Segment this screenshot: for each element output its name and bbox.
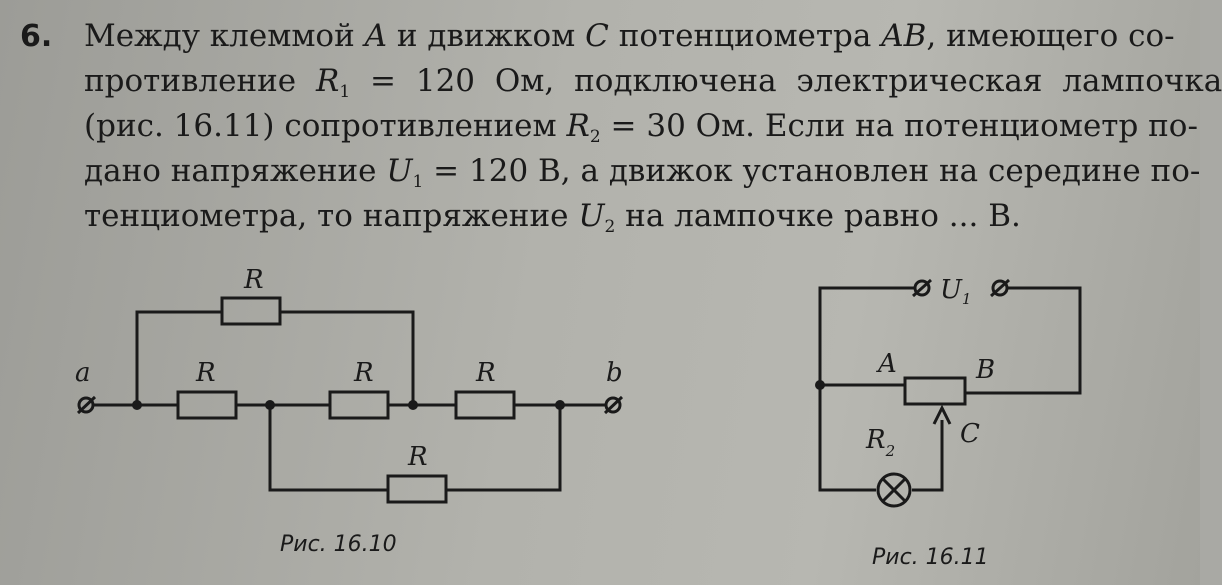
wire-bottom-left (268, 405, 388, 492)
wire-lamp-left (818, 385, 876, 492)
resistor-top (220, 296, 282, 326)
lamp-label: R2 (865, 425, 895, 460)
wire-top-right (280, 310, 415, 405)
terminal-a-label: a (75, 358, 91, 388)
problem-line-3: (рис. 16.11) сопротивлением R2 = 30 Ом. … (84, 108, 1198, 147)
resistor-bottom-label: R (407, 442, 428, 472)
resistor-top-label: R (243, 265, 264, 295)
resistor-bottom (386, 474, 448, 504)
resistor-2 (328, 390, 390, 420)
problem-line-5: тенциометра, то напряжение U2 на лампочк… (84, 198, 1021, 237)
wire-source-left (818, 286, 914, 385)
wire-top-left (135, 310, 222, 405)
lamp-icon (876, 472, 912, 508)
problem-number: 6. (20, 19, 53, 54)
resistor-2-label: R (353, 358, 374, 388)
wire-bottom-right (446, 405, 562, 492)
resistor-1 (176, 390, 238, 420)
junction-node (408, 400, 418, 410)
resistor-3 (454, 390, 516, 420)
label-A: A (876, 349, 897, 379)
terminal-b-label: b (606, 358, 623, 388)
label-C: C (960, 419, 980, 449)
junction-node (555, 400, 565, 410)
circuit-16-10: R R R R R a b (75, 265, 624, 504)
source-terminal-right-icon (991, 279, 1009, 297)
caption-16-11: Рис. 16.11 (872, 545, 989, 570)
junction-node (815, 380, 825, 390)
terminal-a-icon (77, 396, 95, 414)
problem-line-4: дано напряжение U1 = 120 В, а движок уст… (84, 153, 1201, 192)
junction-node (265, 400, 275, 410)
potentiometer (903, 376, 967, 406)
junction-node (132, 400, 142, 410)
terminal-b-icon (604, 396, 622, 414)
resistor-3-label: R (475, 358, 496, 388)
wire-source-right (965, 286, 1082, 395)
source-terminal-left-icon (913, 279, 931, 297)
caption-16-10: Рис. 16.10 (280, 532, 397, 557)
problem-line-1: Между клеммой A и движком C потенциометр… (84, 18, 1175, 54)
figure-16-10: R R R R R a b (75, 265, 624, 504)
wire-lamp-right (912, 420, 944, 492)
slider-arrow-icon (932, 404, 952, 425)
label-B: B (975, 355, 995, 385)
problem-line-2: противление R1 = 120 Ом, подключена элек… (84, 63, 1222, 102)
resistor-1-label: R (195, 358, 216, 388)
source-label: U1 (940, 275, 971, 308)
